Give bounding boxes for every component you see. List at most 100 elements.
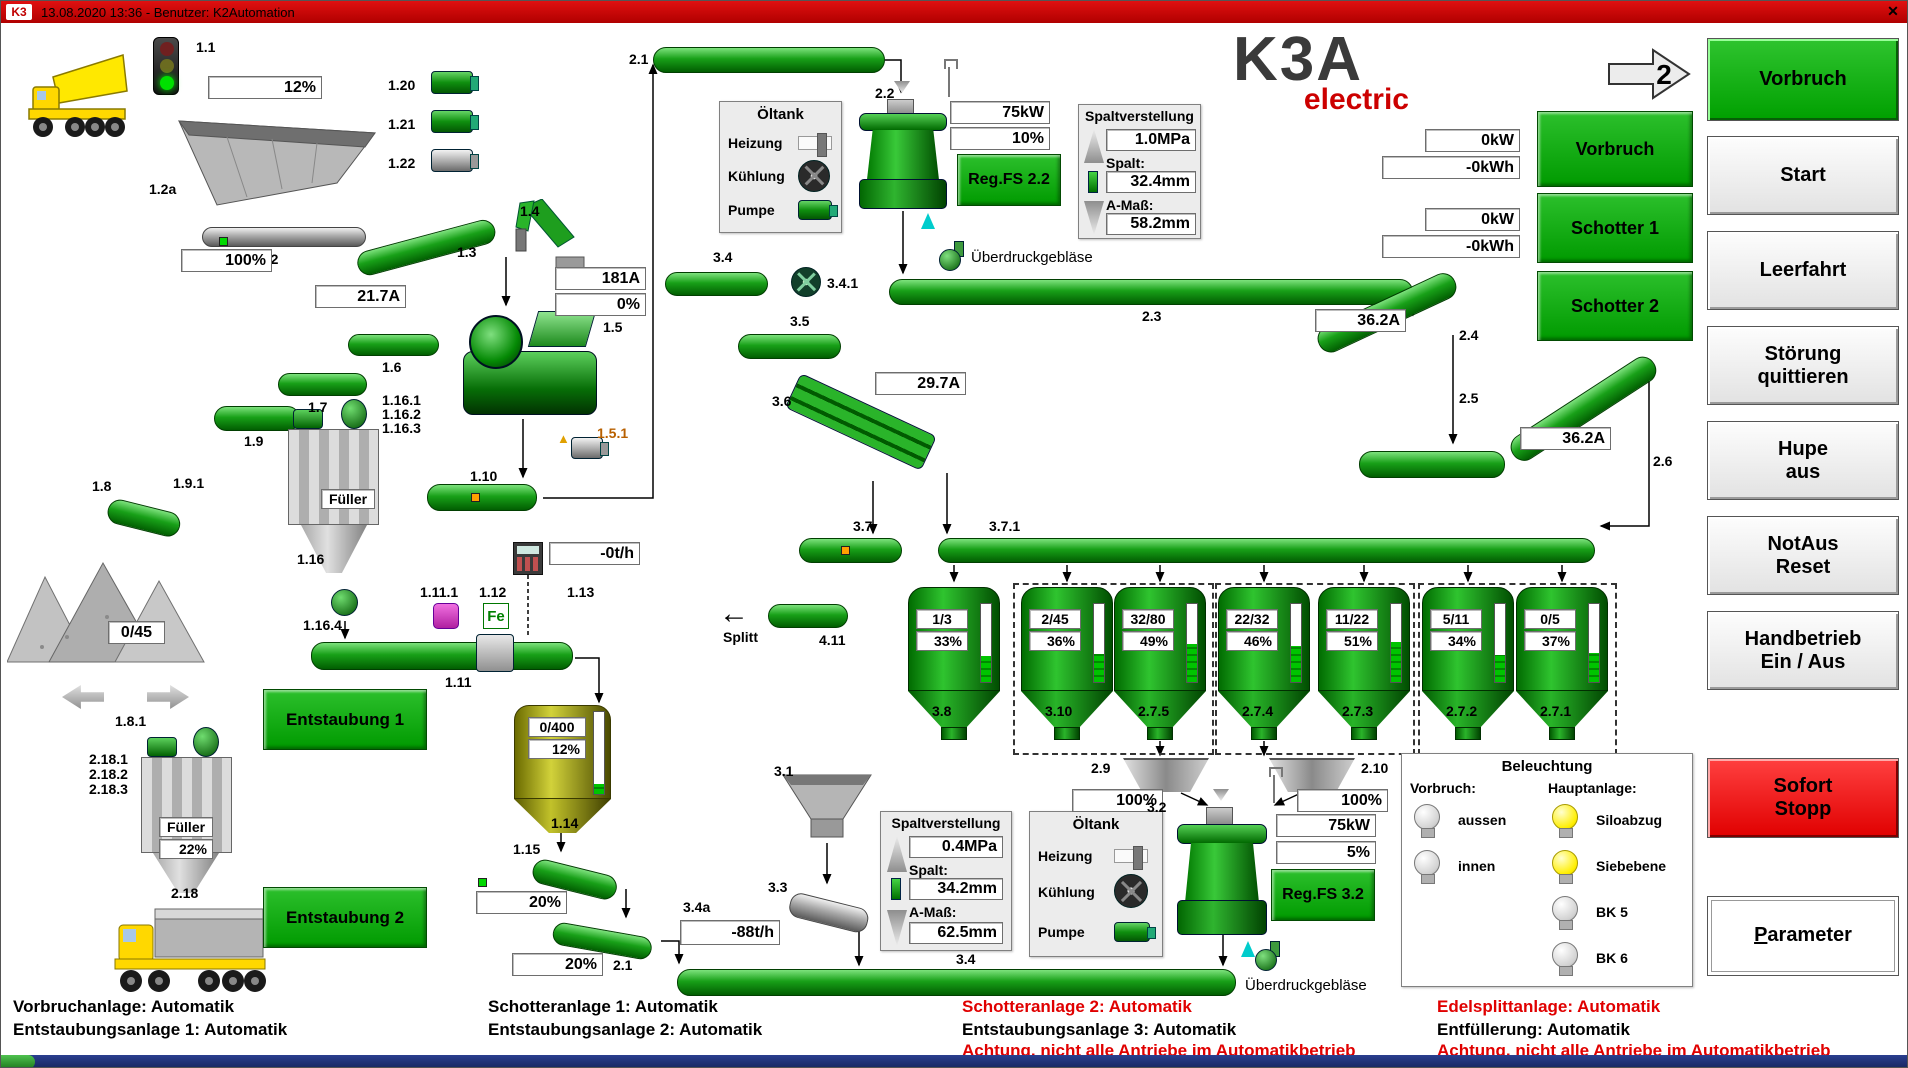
silo-group-1-outline (1013, 583, 1214, 755)
lube-arrow-icon: ▲ (557, 431, 570, 446)
sidebar-button-start[interactable]: Start (1707, 136, 1899, 215)
tag-1-5: 1.5 (603, 319, 623, 335)
sidebar-button-handbetrieb[interactable]: Handbetrieb Ein / Aus (1707, 611, 1899, 690)
mode-button-vorbruch[interactable]: Vorbruch (1537, 111, 1693, 187)
beleuchtung-right-header: Hauptanlage: (1548, 780, 1637, 796)
sidebar-button-parameter[interactable]: Parameter (1707, 896, 1899, 976)
sidebar-button-notaus-reset[interactable]: NotAus Reset (1707, 516, 1899, 595)
silo-level-display: 49% (1122, 631, 1174, 651)
belt-scale-display: -0t/h (549, 542, 640, 565)
taskbar[interactable] (1, 1055, 1907, 1067)
conveyor-3-4-upper (665, 272, 768, 296)
sidebar-button-stoerung-quittieren[interactable]: Störung quittieren (1707, 326, 1899, 405)
sidebar-button-vorbruch[interactable]: Vorbruch (1707, 38, 1899, 121)
tag-1-11: 1.11 (445, 674, 472, 690)
tag-2-9: 2.9 (1091, 760, 1111, 776)
tag-1-16-4: 1.16.4 (303, 617, 342, 633)
tag-1-8: 1.8 (92, 478, 112, 494)
silo-truck-icon (114, 908, 266, 992)
lamp-bk5-icon[interactable] (1552, 896, 1578, 930)
silo-tag: 3.8 (932, 703, 952, 719)
conveyor-1-7 (278, 373, 367, 396)
tag-3-1: 3.1 (774, 763, 794, 779)
crusher-flange (1177, 823, 1267, 845)
silo-gauge (1186, 603, 1198, 683)
start-button-fragment[interactable] (1, 1055, 35, 1067)
tag-2-18-3: 2.18.3 (89, 781, 128, 797)
lamp-aussen-icon[interactable] (1414, 804, 1440, 838)
current-display-3-6: 29.7A (875, 372, 966, 395)
tag-1-2a: 1.2a (149, 181, 177, 197)
feeder-1-2-display: 100% (181, 249, 272, 272)
run-indicator-1-2 (219, 237, 228, 246)
gap-open-arrow-icon[interactable] (887, 836, 907, 872)
entstaubung-2-button[interactable]: Entstaubung 2 (263, 887, 427, 948)
lamp-siloabzug-icon[interactable] (1552, 804, 1578, 838)
oeltank-bottom-kuehlung-label: Kühlung (1038, 884, 1095, 900)
crusher-base (859, 179, 947, 209)
lamp-bk6-label: BK 6 (1596, 950, 1628, 966)
silo-fraction-label: 11/22 (1326, 609, 1378, 629)
crusher-cone-body (1185, 842, 1259, 902)
crusher-cone-body (866, 129, 940, 181)
gap-close-arrow-icon[interactable] (1084, 201, 1104, 235)
tag-1-6: 1.6 (382, 359, 402, 375)
lamp-innen-icon[interactable] (1414, 850, 1440, 884)
silo-2-7-5: 32/80 49% 2.7.5 (1114, 587, 1206, 763)
mode-button-schotter-1[interactable]: Schotter 1 (1537, 193, 1693, 263)
close-icon[interactable]: ✕ (1887, 3, 1899, 19)
gap-close-arrow-icon[interactable] (887, 910, 907, 946)
cooler-fan-icon (798, 160, 830, 192)
tag-2-1: 2.1 (629, 51, 649, 67)
conveyor-3-4-lower (677, 969, 1236, 996)
feeder-speed-display: 12% (208, 76, 322, 99)
company-logo: K3A electric (1233, 29, 1413, 117)
lamp-siebebene-icon[interactable] (1552, 850, 1578, 884)
beleuchtung-panel: Beleuchtung Vorbruch: aussen innen Haupt… (1401, 753, 1693, 987)
regfs-3-2-button[interactable]: Reg.FS 3.2 (1271, 869, 1375, 921)
status-entstaubung-2: Entstaubungsanlage 2: Automatik (488, 1020, 763, 1039)
lamp-innen-label: innen (1458, 858, 1496, 874)
tag-3-4-lower: 3.4 (956, 951, 976, 967)
silo-tag: 2.7.2 (1446, 703, 1478, 719)
conveyor-1-9 (214, 406, 300, 431)
mode-button-schotter-2[interactable]: Schotter 2 (1537, 271, 1693, 341)
tag-3-5: 3.5 (790, 313, 810, 329)
conveyor-3-5 (738, 334, 841, 359)
energy-kwh-display-2: -0kWh (1382, 235, 1520, 258)
tag-3-7-1: 3.7.1 (989, 518, 1021, 534)
silo-gauge (1290, 603, 1302, 683)
conveyor-2-1 (653, 47, 885, 73)
beleuchtung-left-header: Vorbruch: (1410, 780, 1476, 796)
silo-2-7-2: 5/11 34% 2.7.2 (1422, 587, 1514, 763)
crusher-2-2-power-display: 75kW (950, 101, 1050, 124)
metal-detector-icon: Fe (483, 603, 509, 629)
sidebar-button-hupe-aus[interactable]: Hupe aus (1707, 421, 1899, 500)
traffic-light-red (160, 42, 174, 56)
crusher-body (463, 350, 597, 415)
window-titlebar[interactable]: K3 13.08.2020 13:36 - Benutzer: K2Automa… (1, 1, 1907, 23)
gap-open-arrow-icon[interactable] (1084, 129, 1104, 163)
conveyor-2-1-display: 20% (512, 953, 603, 976)
regfs-2-2-button[interactable]: Reg.FS 2.2 (957, 154, 1061, 206)
lamp-aussen-label: aussen (1458, 812, 1507, 828)
gap-indicator-top (1088, 171, 1098, 193)
conveyor-1-2 (202, 227, 366, 247)
sidebar-button-leerfahrt[interactable]: Leerfahrt (1707, 231, 1899, 310)
filter-2-18-level-display: 22% (159, 839, 213, 859)
entstaubung-1-button[interactable]: Entstaubung 1 (263, 689, 427, 750)
sidebar-button-sofort-stopp[interactable]: Sofort Stopp (1707, 758, 1899, 838)
filter-unit-1-16 (288, 429, 379, 525)
silo-fill (1495, 655, 1505, 682)
current-display-2-5: 36.2A (1520, 427, 1611, 450)
heater-switch-icon[interactable] (798, 133, 832, 157)
page-arrow-icon[interactable]: 2 (1607, 45, 1693, 103)
level-probe-3-2-icon (1269, 767, 1283, 803)
silo-level-display: 33% (916, 631, 968, 651)
heater-switch-icon[interactable] (1114, 846, 1148, 870)
tag-2-4: 2.4 (1459, 327, 1479, 343)
oeltank-bottom-heizung-label: Heizung (1038, 848, 1093, 864)
blower-fan (939, 249, 961, 271)
lamp-bk6-icon[interactable] (1552, 942, 1578, 976)
silo-tag: 3.10 (1045, 703, 1073, 719)
